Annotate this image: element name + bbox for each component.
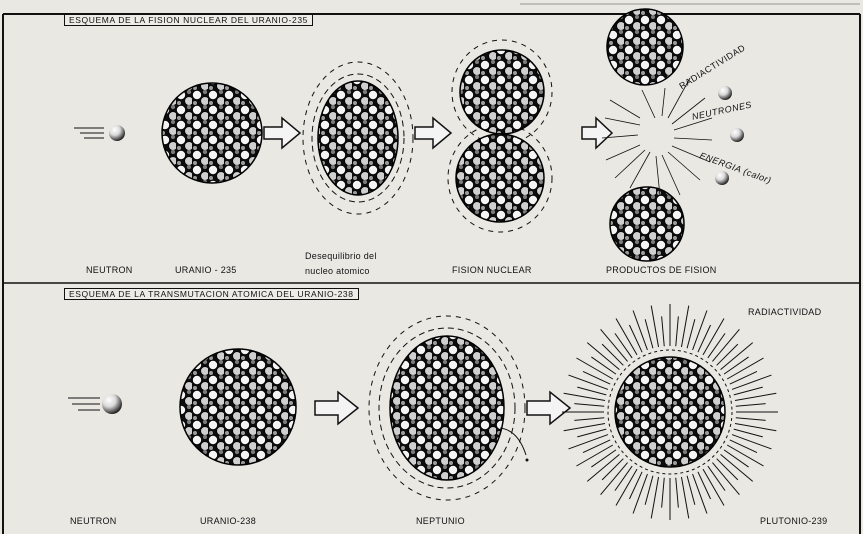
plutonium-nucleus: [562, 304, 778, 520]
radiation-ray: [591, 357, 616, 374]
arrow-1: [264, 118, 300, 148]
radiation-ray: [734, 387, 763, 395]
radiation-ray: [633, 311, 647, 350]
radiation-ray: [574, 418, 604, 421]
radiation-ray: [717, 344, 738, 365]
label-plutonio-239: PLUTONIO-239: [760, 516, 827, 526]
radiation-ray: [602, 344, 623, 365]
radiation-ray: [708, 333, 725, 358]
label-desequilibrio-1: Desequilibrio del: [305, 251, 377, 261]
arrow-3: [582, 118, 612, 148]
radiation-ray: [633, 474, 647, 513]
fission-products: [602, 9, 744, 261]
section2-title: ESQUEMA DE LA TRANSMUTACION ATOMICA DEL …: [64, 288, 359, 300]
radiation-ray: [732, 375, 771, 389]
radiation-ray: [564, 393, 605, 400]
arrow-2: [415, 118, 451, 148]
radiation-ray: [693, 474, 707, 513]
radiation-ray: [651, 306, 658, 347]
radiation-ray: [687, 319, 695, 348]
label-uranium-235: URANIO - 235: [175, 265, 237, 275]
radiation-ray: [615, 466, 632, 491]
radiation-ray: [676, 316, 679, 346]
radiation-ray: [577, 387, 606, 395]
label-desequilibrio-2: nucleo atomico: [305, 266, 370, 276]
label-products: PRODUCTOS DE FISION: [606, 265, 717, 275]
radiation-ray: [732, 435, 771, 449]
label-neutron-1: NEUTRON: [86, 265, 133, 275]
radiation-ray: [615, 333, 632, 358]
label-uranium-238: URANIO-238: [200, 516, 256, 526]
radiation-ray: [645, 476, 653, 505]
radiation-ray: [602, 459, 623, 480]
radiation-ray: [662, 316, 665, 346]
unstable-nucleus: [303, 62, 413, 214]
neutron-1: [74, 125, 125, 141]
radiation-ray: [591, 450, 616, 467]
radiation-ray: [681, 477, 688, 518]
radiation-ray: [693, 311, 707, 350]
radiation-ray: [717, 459, 738, 480]
neutron-2: [68, 394, 122, 414]
arrow-5: [527, 392, 570, 424]
uranium-235-nucleus: [162, 83, 262, 183]
label-radiactividad-2: RADIACTIVIDAD: [748, 307, 821, 317]
radiation-ray: [569, 435, 608, 449]
radiation-ray: [736, 404, 766, 407]
radiation-ray: [574, 404, 604, 407]
uranium-238-nucleus: [180, 349, 296, 465]
radiation-ray: [577, 429, 606, 437]
radiation-ray: [676, 478, 679, 508]
arrow-4: [315, 392, 358, 424]
label-neutron-2: NEUTRON: [70, 516, 117, 526]
radiation-ray: [708, 466, 725, 491]
radiation-ray: [724, 450, 749, 467]
neptunium-nucleus: [369, 316, 529, 500]
radiation-ray: [735, 393, 776, 400]
radiation-ray: [569, 375, 608, 389]
radiation-ray: [651, 477, 658, 518]
radiation-ray: [687, 476, 695, 505]
radiation-ray: [724, 357, 749, 374]
radiation-ray: [645, 319, 653, 348]
section1-title: ESQUEMA DE LA FISION NUCLEAR DEL URANIO-…: [64, 14, 313, 26]
radiation-ray: [662, 478, 665, 508]
radiation-ray: [681, 306, 688, 347]
radiation-ray: [734, 429, 763, 437]
radiation-ray: [564, 423, 605, 430]
radiation-ray: [736, 418, 766, 421]
fission-pair: [448, 40, 552, 232]
radiation-ray: [735, 423, 776, 430]
label-fission: FISION NUCLEAR: [452, 265, 532, 275]
label-neptunio: NEPTUNIO: [416, 516, 465, 526]
